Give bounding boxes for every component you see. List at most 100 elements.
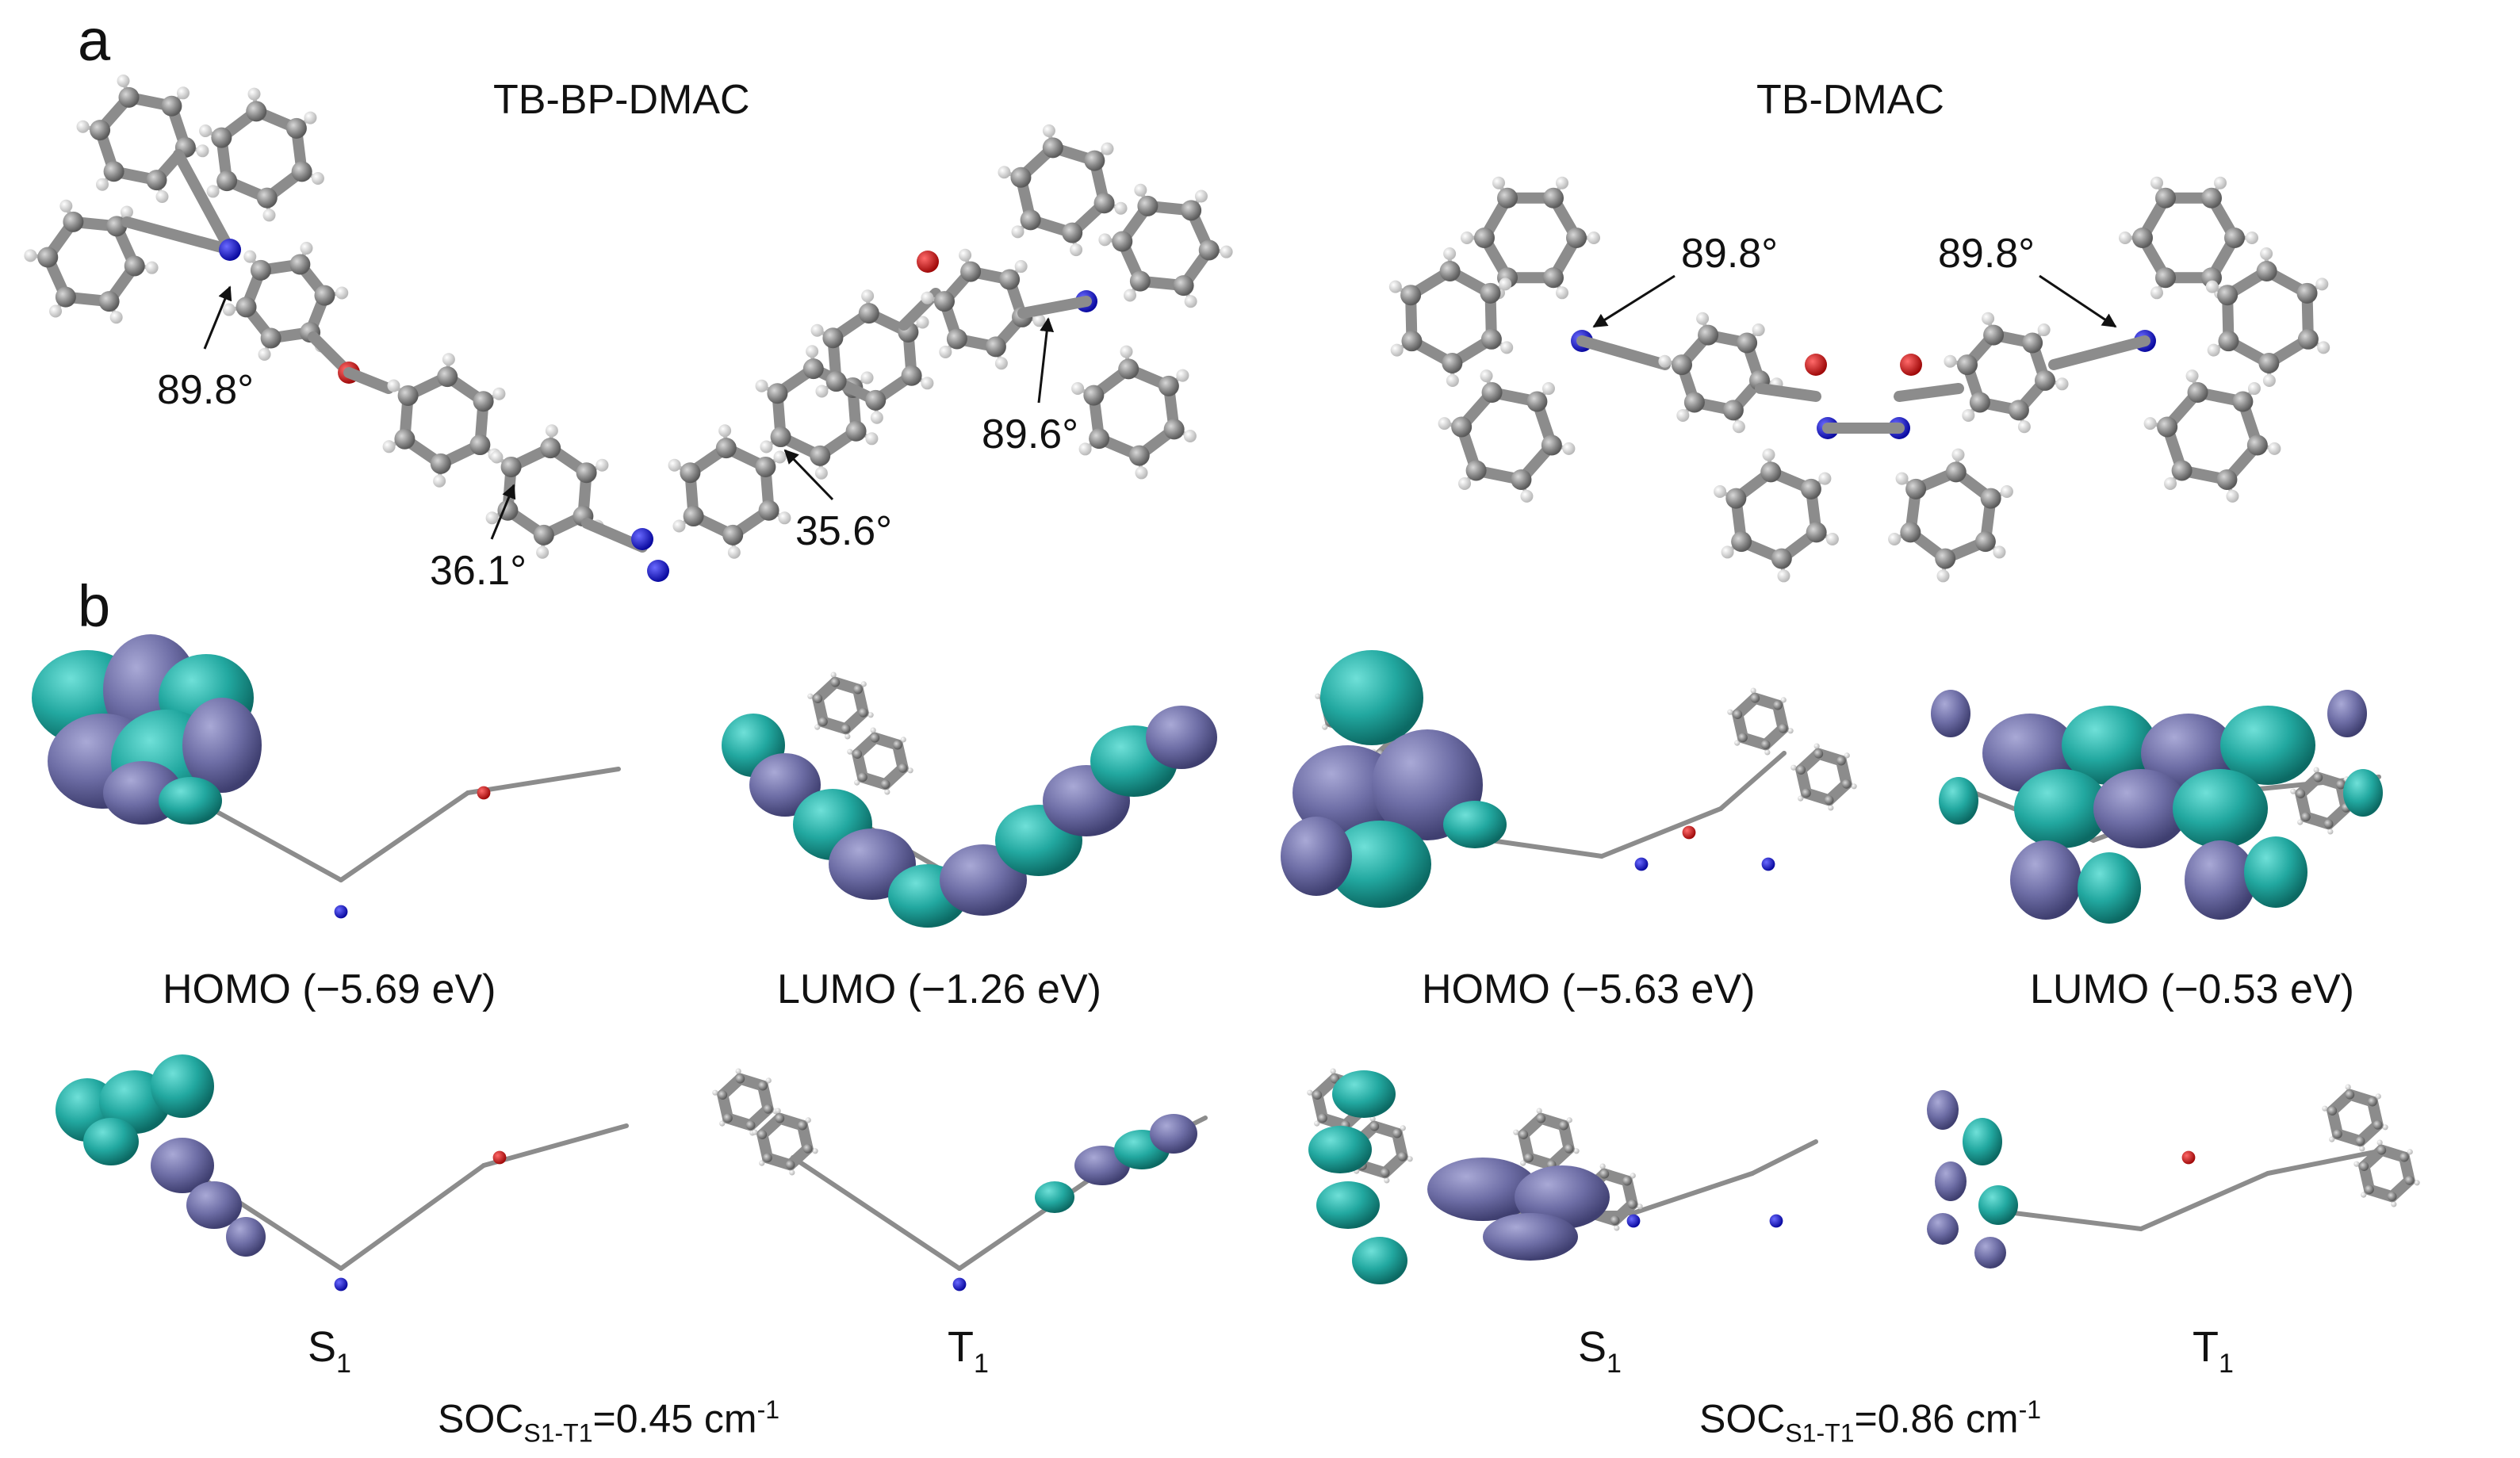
carbon-atom xyxy=(825,371,847,392)
carbon-atom xyxy=(2376,1145,2387,1155)
carbon-atom xyxy=(1163,419,1185,440)
carbon-atom xyxy=(1760,740,1771,750)
panel-label-b: b xyxy=(78,573,111,639)
carbon-atom xyxy=(763,1153,772,1163)
carbon-atom xyxy=(763,1104,773,1114)
orbital-lobe xyxy=(2010,840,2081,920)
carbon-atom xyxy=(37,247,59,268)
orbital-lobe xyxy=(151,1054,214,1118)
carbon-atom xyxy=(1439,261,1461,282)
hydrogen-atom xyxy=(1388,280,1402,293)
carbon-atom xyxy=(1722,400,1744,421)
carbon-atom xyxy=(1800,478,1821,499)
carbon-atom xyxy=(1010,166,1032,188)
hydrogen-atom xyxy=(2361,1192,2367,1198)
hydrogen-atom xyxy=(2322,1105,2328,1112)
hydrogen-atom xyxy=(109,311,123,324)
hydrogen-atom xyxy=(2262,373,2276,387)
hydrogen-atom xyxy=(2037,323,2051,337)
hydrogen-atom xyxy=(789,1169,795,1176)
carbon-atom xyxy=(1511,469,1532,490)
hydrogen-atom xyxy=(1936,569,1950,583)
panel-label-a: a xyxy=(78,7,111,73)
hydrogen-atom xyxy=(854,779,860,786)
bond xyxy=(465,767,621,795)
hydrogen-atom xyxy=(1314,1120,1320,1127)
hydrogen-atom xyxy=(1790,764,1797,771)
carbon-atom xyxy=(1731,531,1752,553)
hydrogen-atom xyxy=(1828,805,1834,811)
carbon-atom xyxy=(745,1120,756,1131)
carbon-atom xyxy=(775,1113,785,1123)
carbon-atom xyxy=(1750,693,1760,703)
carbon-atom xyxy=(852,749,863,759)
hydrogen-atom xyxy=(2214,176,2227,189)
hydrogen-atom xyxy=(1962,408,1975,422)
bond xyxy=(1755,383,1821,402)
carbon-atom xyxy=(1900,522,1921,543)
orbital-lobe xyxy=(226,1217,266,1257)
carbon-atom xyxy=(1683,392,1705,413)
hydrogen-atom xyxy=(1513,1129,1519,1135)
carbon-atom xyxy=(1725,488,1747,509)
orbital-lobe xyxy=(1320,650,1423,745)
hydrogen-atom xyxy=(814,466,828,480)
tb-bp-dmac-ball-and-stick-model xyxy=(24,74,1233,582)
angle-arrow xyxy=(1592,274,1676,328)
orbital-label: LUMO (−0.53 eV) xyxy=(2030,966,2354,1012)
carbon-atom xyxy=(1062,222,1083,243)
hydrogen-atom xyxy=(1492,176,1505,189)
nitrogen-atom xyxy=(334,905,348,919)
hydrogen-atom xyxy=(1888,532,1901,545)
hydrogen-atom xyxy=(1727,709,1733,715)
hydrogen-atom xyxy=(959,248,972,262)
orbital-lobe xyxy=(1427,1158,1538,1221)
carbon-atom xyxy=(250,259,271,281)
hydrogen-atom xyxy=(1101,142,1114,155)
carbon-atom xyxy=(1330,1073,1340,1084)
carbon-atom xyxy=(722,524,744,545)
hydrogen-atom xyxy=(2313,767,2319,773)
hydrogen-atom xyxy=(778,511,791,525)
hydrogen-atom xyxy=(1458,476,1472,490)
hydrogen-atom xyxy=(815,385,829,398)
bond xyxy=(1017,296,1092,319)
carbon-atom xyxy=(394,428,416,450)
carbon-atom xyxy=(810,445,831,466)
hydrogen-atom xyxy=(1587,232,1600,244)
orbital-lobe xyxy=(1515,1165,1610,1229)
hydrogen-atom xyxy=(2185,369,2199,383)
carbon-atom xyxy=(2301,812,2311,822)
hydrogen-atom xyxy=(2290,788,2296,794)
hydrogen-atom xyxy=(2315,277,2329,291)
hydrogen-atom xyxy=(1825,532,1839,545)
carbon-atom xyxy=(1118,358,1139,380)
carbon-atom xyxy=(999,269,1021,290)
hydrogen-atom xyxy=(442,353,455,366)
hydrogen-atom xyxy=(76,120,90,133)
carbon-atom xyxy=(1771,548,1792,569)
hydrogen-atom xyxy=(1438,417,1451,431)
hydrogen-atom xyxy=(814,724,821,730)
hydrogen-atom xyxy=(916,316,929,329)
hydrogen-atom xyxy=(1599,1163,1606,1169)
orbital-lobe xyxy=(2078,852,2141,924)
hydrogen-atom xyxy=(939,345,952,358)
hydrogen-atom xyxy=(59,199,73,212)
bond xyxy=(121,216,236,255)
carbon-atom xyxy=(1480,328,1502,350)
carbon-atom xyxy=(1112,231,1133,252)
carbon-atom xyxy=(1737,332,1758,354)
carbon-atom xyxy=(1983,324,2005,346)
hydrogen-atom xyxy=(1369,1116,1376,1122)
hydrogen-atom xyxy=(1315,693,1321,699)
hydrogen-atom xyxy=(1573,1148,1580,1154)
carbon-atom xyxy=(2246,434,2268,456)
hydrogen-atom xyxy=(867,712,874,718)
carbon-atom xyxy=(798,1120,807,1131)
hydrogen-atom xyxy=(1993,545,2006,559)
bond xyxy=(2012,1211,2143,1231)
oxygen-atom xyxy=(477,786,491,800)
orbital-lobe xyxy=(749,753,821,817)
hydrogen-atom xyxy=(1813,743,1820,749)
